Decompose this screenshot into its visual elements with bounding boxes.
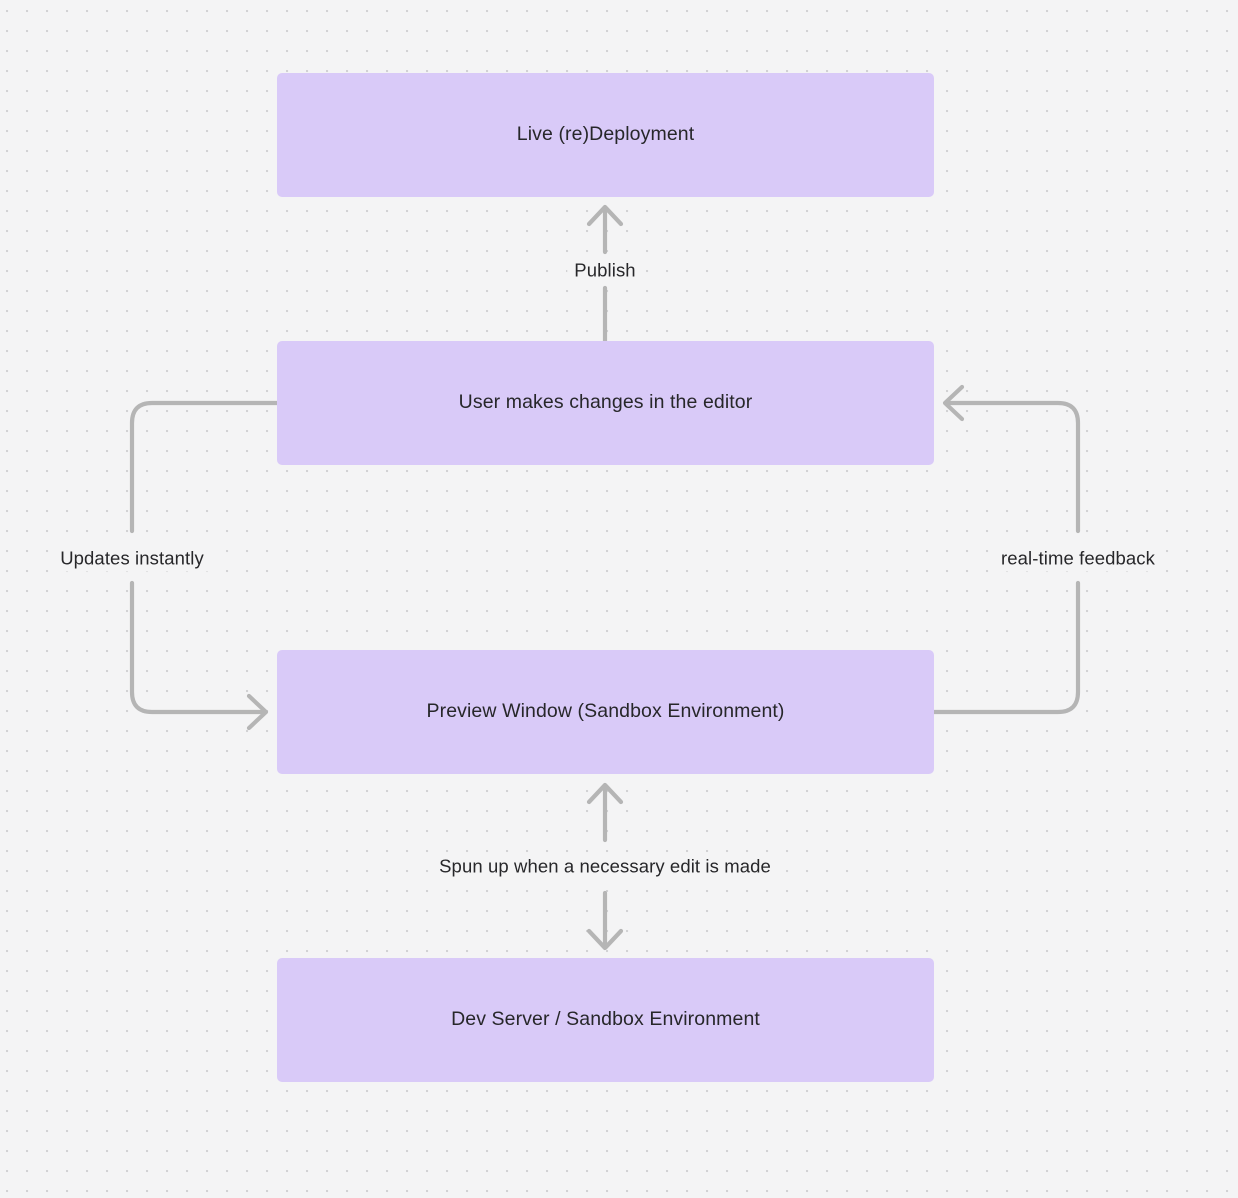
node-label: Live (re)Deployment — [516, 123, 695, 146]
node-label: Dev Server / Sandbox Environment — [451, 1008, 760, 1031]
node-user-edits[interactable]: User makes changes in the editor — [277, 341, 934, 465]
edge-label-spin-up: Spun up when a necessary edit is made — [432, 852, 778, 880]
node-dev-server[interactable]: Dev Server / Sandbox Environment — [277, 958, 934, 1082]
node-live-deployment[interactable]: Live (re)Deployment — [277, 73, 934, 197]
edge-label-updates-instantly: Updates instantly — [53, 544, 211, 572]
node-preview-window[interactable]: Preview Window (Sandbox Environment) — [277, 650, 934, 774]
edge-label-publish: Publish — [567, 256, 643, 284]
node-label: User makes changes in the editor — [458, 391, 753, 414]
edge-label-real-time-feedback: real-time feedback — [994, 544, 1162, 572]
node-label: Preview Window (Sandbox Environment) — [426, 700, 785, 723]
